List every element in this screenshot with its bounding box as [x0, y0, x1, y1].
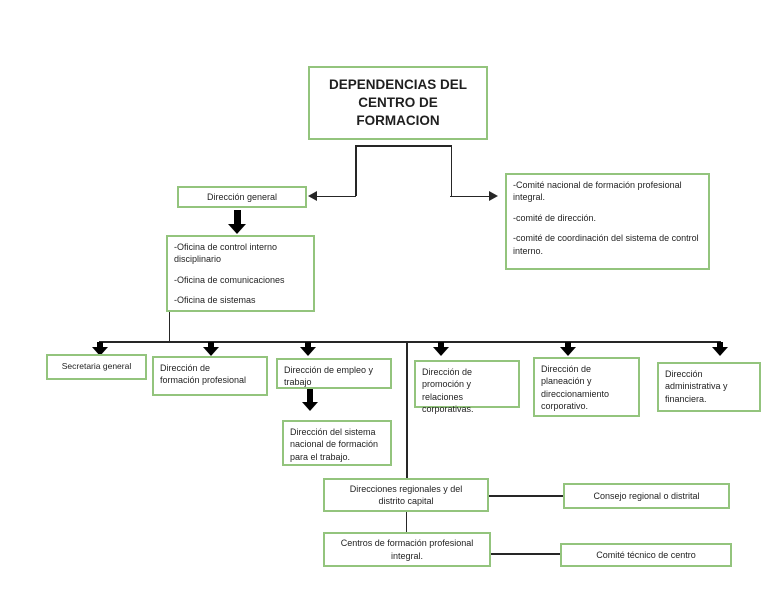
list-item: -Comité nacional de formación profesiona…	[513, 180, 682, 203]
node-administrativa-financiera: Dirección administrativa y financiera.	[657, 362, 761, 412]
down-arrow-icon	[92, 342, 108, 356]
node-line: planeación y	[541, 376, 592, 387]
list-item: -comité de coordinación del sistema de c…	[513, 233, 699, 256]
node-planeacion-direccionamiento: Dirección de planeación y direccionamien…	[533, 357, 640, 417]
node-direcciones-regionales: Direcciones regionales y del distrito ca…	[323, 478, 489, 512]
node-line: financiera.	[665, 393, 707, 404]
node-line: formación profesional	[160, 375, 247, 386]
connector-line	[405, 342, 408, 478]
node-label: Comité técnico de centro	[596, 549, 696, 560]
node-sistema-nacional: Dirección del sistema nacional de formac…	[282, 420, 392, 466]
node-line: administrativa y	[665, 381, 728, 392]
connector-line	[168, 312, 170, 342]
node-line: para el trabajo.	[290, 451, 351, 462]
connector-line	[450, 145, 452, 196]
down-arrow-icon	[228, 210, 246, 234]
node-comite-tecnico: Comité técnico de centro	[560, 543, 732, 567]
connector-line	[489, 495, 563, 497]
connector-line	[491, 553, 560, 555]
down-arrow-icon	[300, 342, 316, 356]
title-line: FORMACION	[356, 113, 440, 129]
node-line: distrito capital	[378, 496, 434, 506]
down-arrow-icon	[203, 342, 219, 356]
node-line: Centros de formación profesional	[340, 538, 474, 549]
node-oficinas: -Oficina de control interno disciplinari…	[166, 235, 315, 312]
node-line: Dirección de	[541, 364, 592, 374]
node-line: corporativas.	[422, 404, 474, 415]
node-line: nacional de formación	[290, 439, 379, 450]
down-arrow-icon	[712, 342, 728, 356]
connector-line	[99, 341, 721, 343]
node-empleo-trabajo: Dirección de empleo y trabajo	[276, 358, 392, 389]
connector-line	[355, 145, 357, 196]
list-item: -comité de dirección.	[513, 212, 597, 223]
node-line: Dirección de	[422, 367, 473, 377]
node-line: Dirección	[665, 369, 703, 379]
down-arrow-icon	[560, 342, 576, 356]
list-item: -Oficina de control interno disciplinari…	[174, 242, 278, 265]
node-line: Dirección de empleo y	[284, 365, 374, 375]
node-label: Dirección general	[206, 191, 278, 202]
right-arrow-icon	[489, 191, 498, 201]
node-line: trabajo	[284, 377, 312, 388]
node-line: Dirección de	[160, 363, 211, 373]
node-line: promoción y relaciones	[422, 379, 472, 402]
connector-line	[405, 512, 407, 532]
connector-line	[355, 145, 452, 147]
node-line: corporativo.	[541, 401, 589, 412]
node-line: Dirección del sistema	[290, 427, 376, 437]
node-secretaria-general: Secretaria general	[46, 354, 147, 380]
title-line: DEPENDENCIAS DEL	[328, 76, 468, 92]
node-formacion-profesional: Dirección de formación profesional	[152, 356, 268, 396]
node-promocion-relaciones: Dirección de promoción y relaciones corp…	[414, 360, 520, 414]
list-item: -Oficina de comunicaciones	[174, 274, 285, 285]
down-arrow-icon	[433, 342, 449, 356]
node-centros-formacion: Centros de formación profesional integra…	[323, 532, 491, 567]
node-consejo-regional: Consejo regional o distrital	[563, 483, 730, 509]
node-line: direccionamiento	[541, 388, 610, 399]
list-item: -Oficina de sistemas	[174, 295, 256, 306]
down-arrow-icon	[302, 389, 318, 411]
node-direccion-general: Dirección general	[177, 186, 307, 208]
connector-line	[450, 195, 490, 197]
node-line: integral.	[390, 550, 424, 561]
node-label: Secretaria general	[61, 361, 132, 372]
left-arrow-icon	[308, 191, 317, 201]
node-comites: -Comité nacional de formación profesiona…	[505, 173, 710, 270]
connector-line	[316, 195, 356, 197]
title-line: CENTRO DE	[358, 94, 438, 110]
node-line: Direcciones regionales y del	[349, 483, 463, 494]
node-title: DEPENDENCIAS DEL CENTRO DE FORMACION	[308, 66, 488, 140]
node-label: Consejo regional o distrital	[593, 490, 700, 501]
